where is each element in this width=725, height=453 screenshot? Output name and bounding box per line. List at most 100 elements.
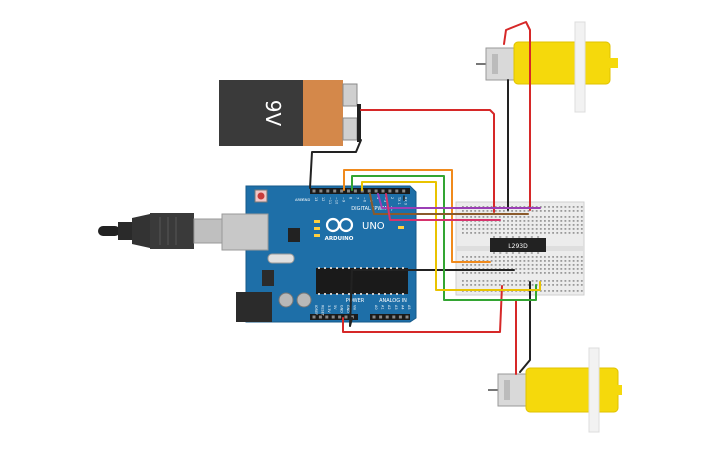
breadboard-hole[interactable] <box>519 260 522 262</box>
breadboard-hole[interactable] <box>494 272 497 274</box>
breadboard-hole[interactable] <box>523 220 526 222</box>
breadboard-hole[interactable] <box>511 284 513 286</box>
breadboard-hole[interactable] <box>580 260 583 262</box>
breadboard-hole[interactable] <box>576 256 579 258</box>
breadboard-hole[interactable] <box>515 206 518 208</box>
analog-pin[interactable] <box>392 315 396 319</box>
breadboard-hole[interactable] <box>482 210 485 212</box>
breadboard-hole[interactable] <box>494 232 497 234</box>
breadboard-hole[interactable] <box>531 210 534 212</box>
breadboard-hole[interactable] <box>490 284 493 286</box>
breadboard-hole[interactable] <box>490 256 493 258</box>
breadboard-hole[interactable] <box>498 272 501 274</box>
breadboard-hole[interactable] <box>568 210 571 212</box>
breadboard-hole[interactable] <box>564 224 567 226</box>
breadboard-hole[interactable] <box>556 290 559 292</box>
breadboard-hole[interactable] <box>503 280 505 282</box>
breadboard-hole[interactable] <box>515 284 518 286</box>
breadboard-hole[interactable] <box>568 284 571 286</box>
breadboard-hole[interactable] <box>560 228 563 230</box>
breadboard-hole[interactable] <box>568 206 571 208</box>
breadboard-hole[interactable] <box>531 280 534 282</box>
breadboard-hole[interactable] <box>478 280 481 282</box>
breadboard-hole[interactable] <box>474 264 477 266</box>
breadboard-hole[interactable] <box>486 264 489 266</box>
breadboard-hole[interactable] <box>531 232 534 234</box>
breadboard-hole[interactable] <box>572 272 575 274</box>
breadboard-hole[interactable] <box>552 228 554 230</box>
breadboard-hole[interactable] <box>503 284 505 286</box>
breadboard-hole[interactable] <box>544 228 546 230</box>
breadboard-hole[interactable] <box>568 216 571 218</box>
breadboard-hole[interactable] <box>511 264 513 266</box>
breadboard-hole[interactable] <box>580 210 583 212</box>
breadboard-hole[interactable] <box>568 268 571 270</box>
breadboard-hole[interactable] <box>498 224 501 226</box>
breadboard-hole[interactable] <box>564 268 567 270</box>
breadboard-hole[interactable] <box>507 280 509 282</box>
breadboard-hole[interactable] <box>478 256 481 258</box>
breadboard-hole[interactable] <box>572 264 575 266</box>
breadboard-hole[interactable] <box>527 216 530 218</box>
breadboard-hole[interactable] <box>494 264 497 266</box>
breadboard-hole[interactable] <box>580 216 583 218</box>
breadboard-hole[interactable] <box>539 216 542 218</box>
breadboard-hole[interactable] <box>482 284 485 286</box>
breadboard-hole[interactable] <box>564 284 567 286</box>
breadboard-hole[interactable] <box>494 224 497 226</box>
breadboard-hole[interactable] <box>556 268 559 270</box>
breadboard-hole[interactable] <box>539 264 542 266</box>
breadboard-hole[interactable] <box>503 216 505 218</box>
breadboard-hole[interactable] <box>519 210 522 212</box>
breadboard-hole[interactable] <box>519 220 522 222</box>
l293d-driver[interactable]: L293D <box>490 236 546 254</box>
breadboard-hole[interactable] <box>470 210 472 212</box>
breadboard-hole[interactable] <box>564 264 567 266</box>
breadboard-hole[interactable] <box>560 290 563 292</box>
breadboard-hole[interactable] <box>515 224 518 226</box>
breadboard-hole[interactable] <box>568 264 571 266</box>
breadboard-hole[interactable] <box>556 228 559 230</box>
breadboard-hole[interactable] <box>486 206 489 208</box>
breadboard-hole[interactable] <box>482 224 485 226</box>
breadboard-hole[interactable] <box>560 206 563 208</box>
breadboard-hole[interactable] <box>486 216 489 218</box>
breadboard-hole[interactable] <box>503 256 505 258</box>
breadboard-hole[interactable] <box>552 280 554 282</box>
breadboard-hole[interactable] <box>498 210 501 212</box>
breadboard-hole[interactable] <box>507 224 509 226</box>
breadboard-hole[interactable] <box>482 216 485 218</box>
breadboard-hole[interactable] <box>556 284 559 286</box>
breadboard-hole[interactable] <box>470 260 472 262</box>
breadboard-hole[interactable] <box>527 260 530 262</box>
wire-signal-purple[interactable] <box>377 193 541 209</box>
breadboard-hole[interactable] <box>519 256 522 258</box>
breadboard-hole[interactable] <box>548 216 550 218</box>
wire-motor-top-red[interactable] <box>503 21 531 211</box>
breadboard-hole[interactable] <box>527 210 530 212</box>
breadboard-hole[interactable] <box>470 216 472 218</box>
breadboard-hole[interactable] <box>470 284 472 286</box>
breadboard-hole[interactable] <box>527 220 530 222</box>
breadboard-hole[interactable] <box>523 260 526 262</box>
breadboard-hole[interactable] <box>527 224 530 226</box>
breadboard-hole[interactable] <box>462 232 464 234</box>
analog-pin[interactable] <box>372 315 376 319</box>
breadboard-hole[interactable] <box>466 232 468 234</box>
breadboard-hole[interactable] <box>544 206 546 208</box>
breadboard-hole[interactable] <box>523 256 526 258</box>
breadboard-hole[interactable] <box>552 216 554 218</box>
breadboard-hole[interactable] <box>494 210 497 212</box>
breadboard-hole[interactable] <box>531 228 534 230</box>
breadboard-hole[interactable] <box>519 280 522 282</box>
breadboard-hole[interactable] <box>478 268 481 270</box>
breadboard-hole[interactable] <box>523 232 526 234</box>
breadboard-hole[interactable] <box>470 206 472 208</box>
breadboard-hole[interactable] <box>539 256 542 258</box>
breadboard-hole[interactable] <box>572 220 575 222</box>
breadboard-hole[interactable] <box>511 280 513 282</box>
breadboard-hole[interactable] <box>576 228 579 230</box>
breadboard-hole[interactable] <box>519 268 522 270</box>
breadboard-hole[interactable] <box>462 210 464 212</box>
breadboard-hole[interactable] <box>560 232 563 234</box>
